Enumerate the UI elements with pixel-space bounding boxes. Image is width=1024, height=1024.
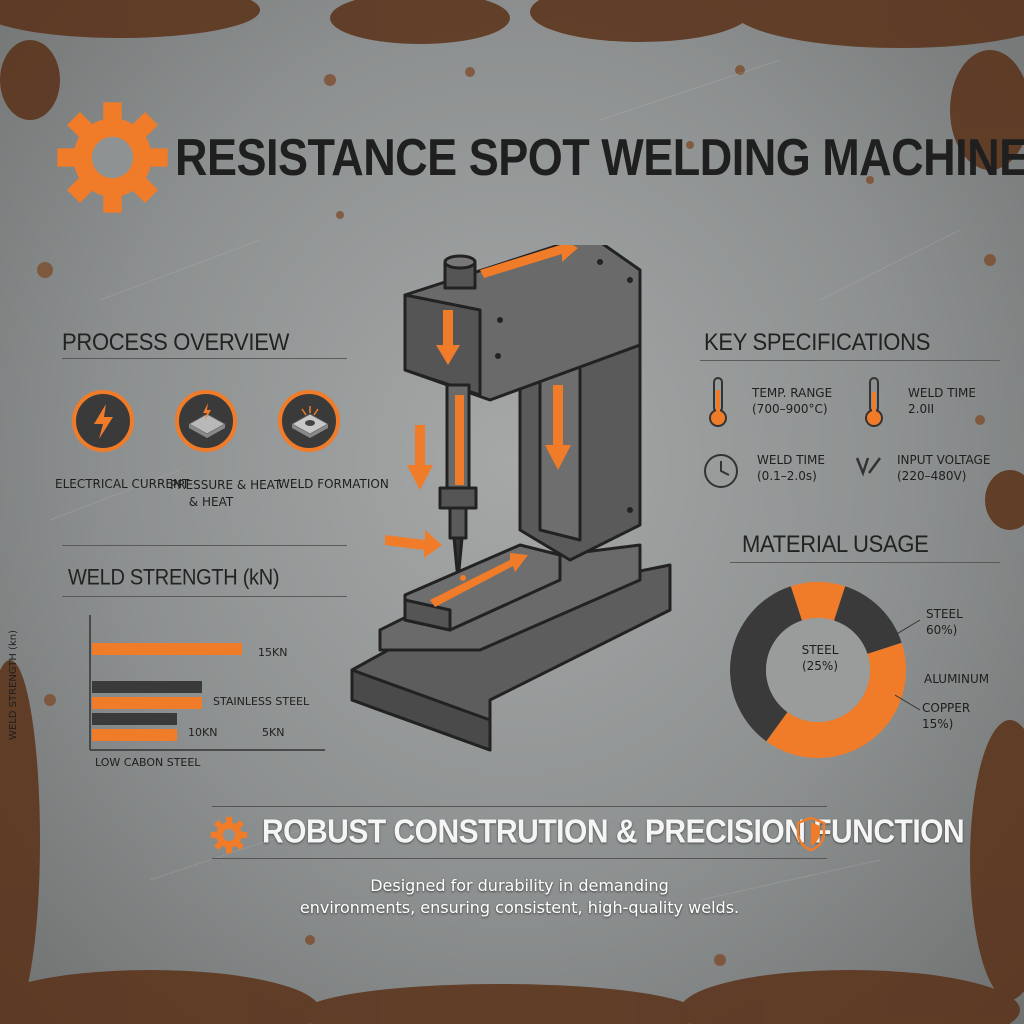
thermometer-icon <box>865 377 883 427</box>
chart-y-axis-label: WELD STRENGTH (kn) <box>8 630 19 740</box>
divider <box>62 545 347 546</box>
process-step-current <box>72 390 134 452</box>
material-usage-donut <box>730 582 906 758</box>
process-step-label: WELD FORMATION <box>278 477 389 491</box>
donut-slice <box>834 586 902 654</box>
process-step-label: ELECTRICAL CURRENT <box>55 477 190 491</box>
donut-leader-lines <box>895 619 921 711</box>
weld-strength-chart <box>89 615 325 751</box>
bar-label: 15KN <box>258 646 288 659</box>
key-specifications-heading: KEY SPECIFICATIONS <box>704 328 931 356</box>
voltage-icon <box>855 457 882 477</box>
process-step-label: PRESSURE & HEAT& HEAT <box>170 478 282 509</box>
process-step-weld <box>278 390 340 452</box>
thermometer-icon <box>709 377 727 427</box>
divider <box>212 858 827 859</box>
donut-hole <box>766 618 870 722</box>
donut-center-label: STEEL(25%) <box>801 643 839 673</box>
bar <box>92 643 242 655</box>
footer-heading: ROBUST CONSTRUTION & PRECISION FUNCTION <box>262 814 965 851</box>
divider <box>700 360 1000 361</box>
pressure-plate-icon <box>187 403 227 438</box>
donut-slice <box>730 586 802 742</box>
spec-input-voltage: INPUT VOLTAGE(220–480V) <box>897 453 991 483</box>
spot-welding-machine-illustration <box>350 245 672 752</box>
lightning-icon <box>94 404 113 439</box>
gear-icon <box>57 102 168 213</box>
bar <box>92 681 202 693</box>
weld-strength-heading: WELD STRENGTH (kN) <box>68 566 280 591</box>
divider <box>62 358 347 359</box>
legend-aluminum: ALUMINUM <box>924 672 990 686</box>
donut-slice <box>790 582 846 621</box>
bar <box>92 713 177 725</box>
divider <box>212 806 827 807</box>
divider <box>62 596 347 597</box>
page-title: RESISTANCE SPOT WELDING MACHINE <box>175 128 1024 187</box>
bar <box>92 697 202 709</box>
process-step-pressure <box>175 390 237 452</box>
spec-temp-range: TEMP. RANGE(700–900°C) <box>752 386 833 416</box>
bar-label: 10KN <box>188 726 218 739</box>
process-overview-heading: PROCESS OVERVIEW <box>62 328 290 356</box>
bar-label: STAINLESS STEEL <box>213 695 310 708</box>
divider <box>730 562 1000 563</box>
clock-icon <box>704 454 738 488</box>
bar <box>92 729 177 741</box>
donut-slice <box>766 642 906 758</box>
spec-weld-time-range: WELD TIME(0.1–2.0s) <box>757 453 825 483</box>
weld-spot-icon <box>290 406 330 438</box>
material-usage-heading: MATERIAL USAGE <box>742 530 929 558</box>
gear-icon <box>210 816 248 854</box>
bar-category-label: LOW CABON STEEL <box>95 756 201 769</box>
bar-label: 5KN <box>262 726 285 739</box>
shield-icon <box>796 816 826 852</box>
